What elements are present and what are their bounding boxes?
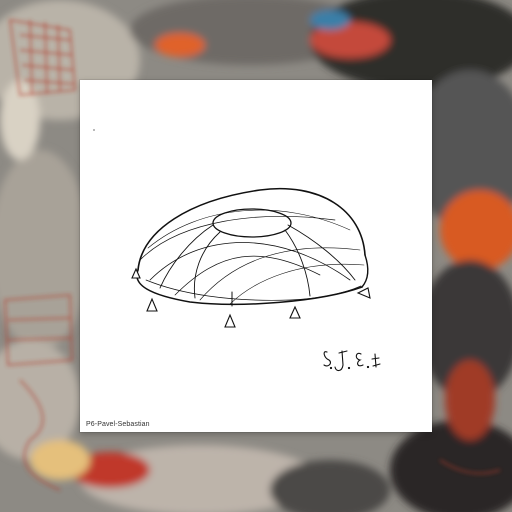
artwork-card: P6-Pavel-Sebastian	[80, 80, 432, 432]
artwork-caption: P6-Pavel-Sebastian	[86, 421, 150, 428]
dome-outline	[137, 187, 366, 271]
support-markers	[131, 267, 371, 328]
oculus	[212, 208, 292, 238]
dome-sketch	[93, 129, 381, 372]
artist-signature	[323, 350, 381, 372]
